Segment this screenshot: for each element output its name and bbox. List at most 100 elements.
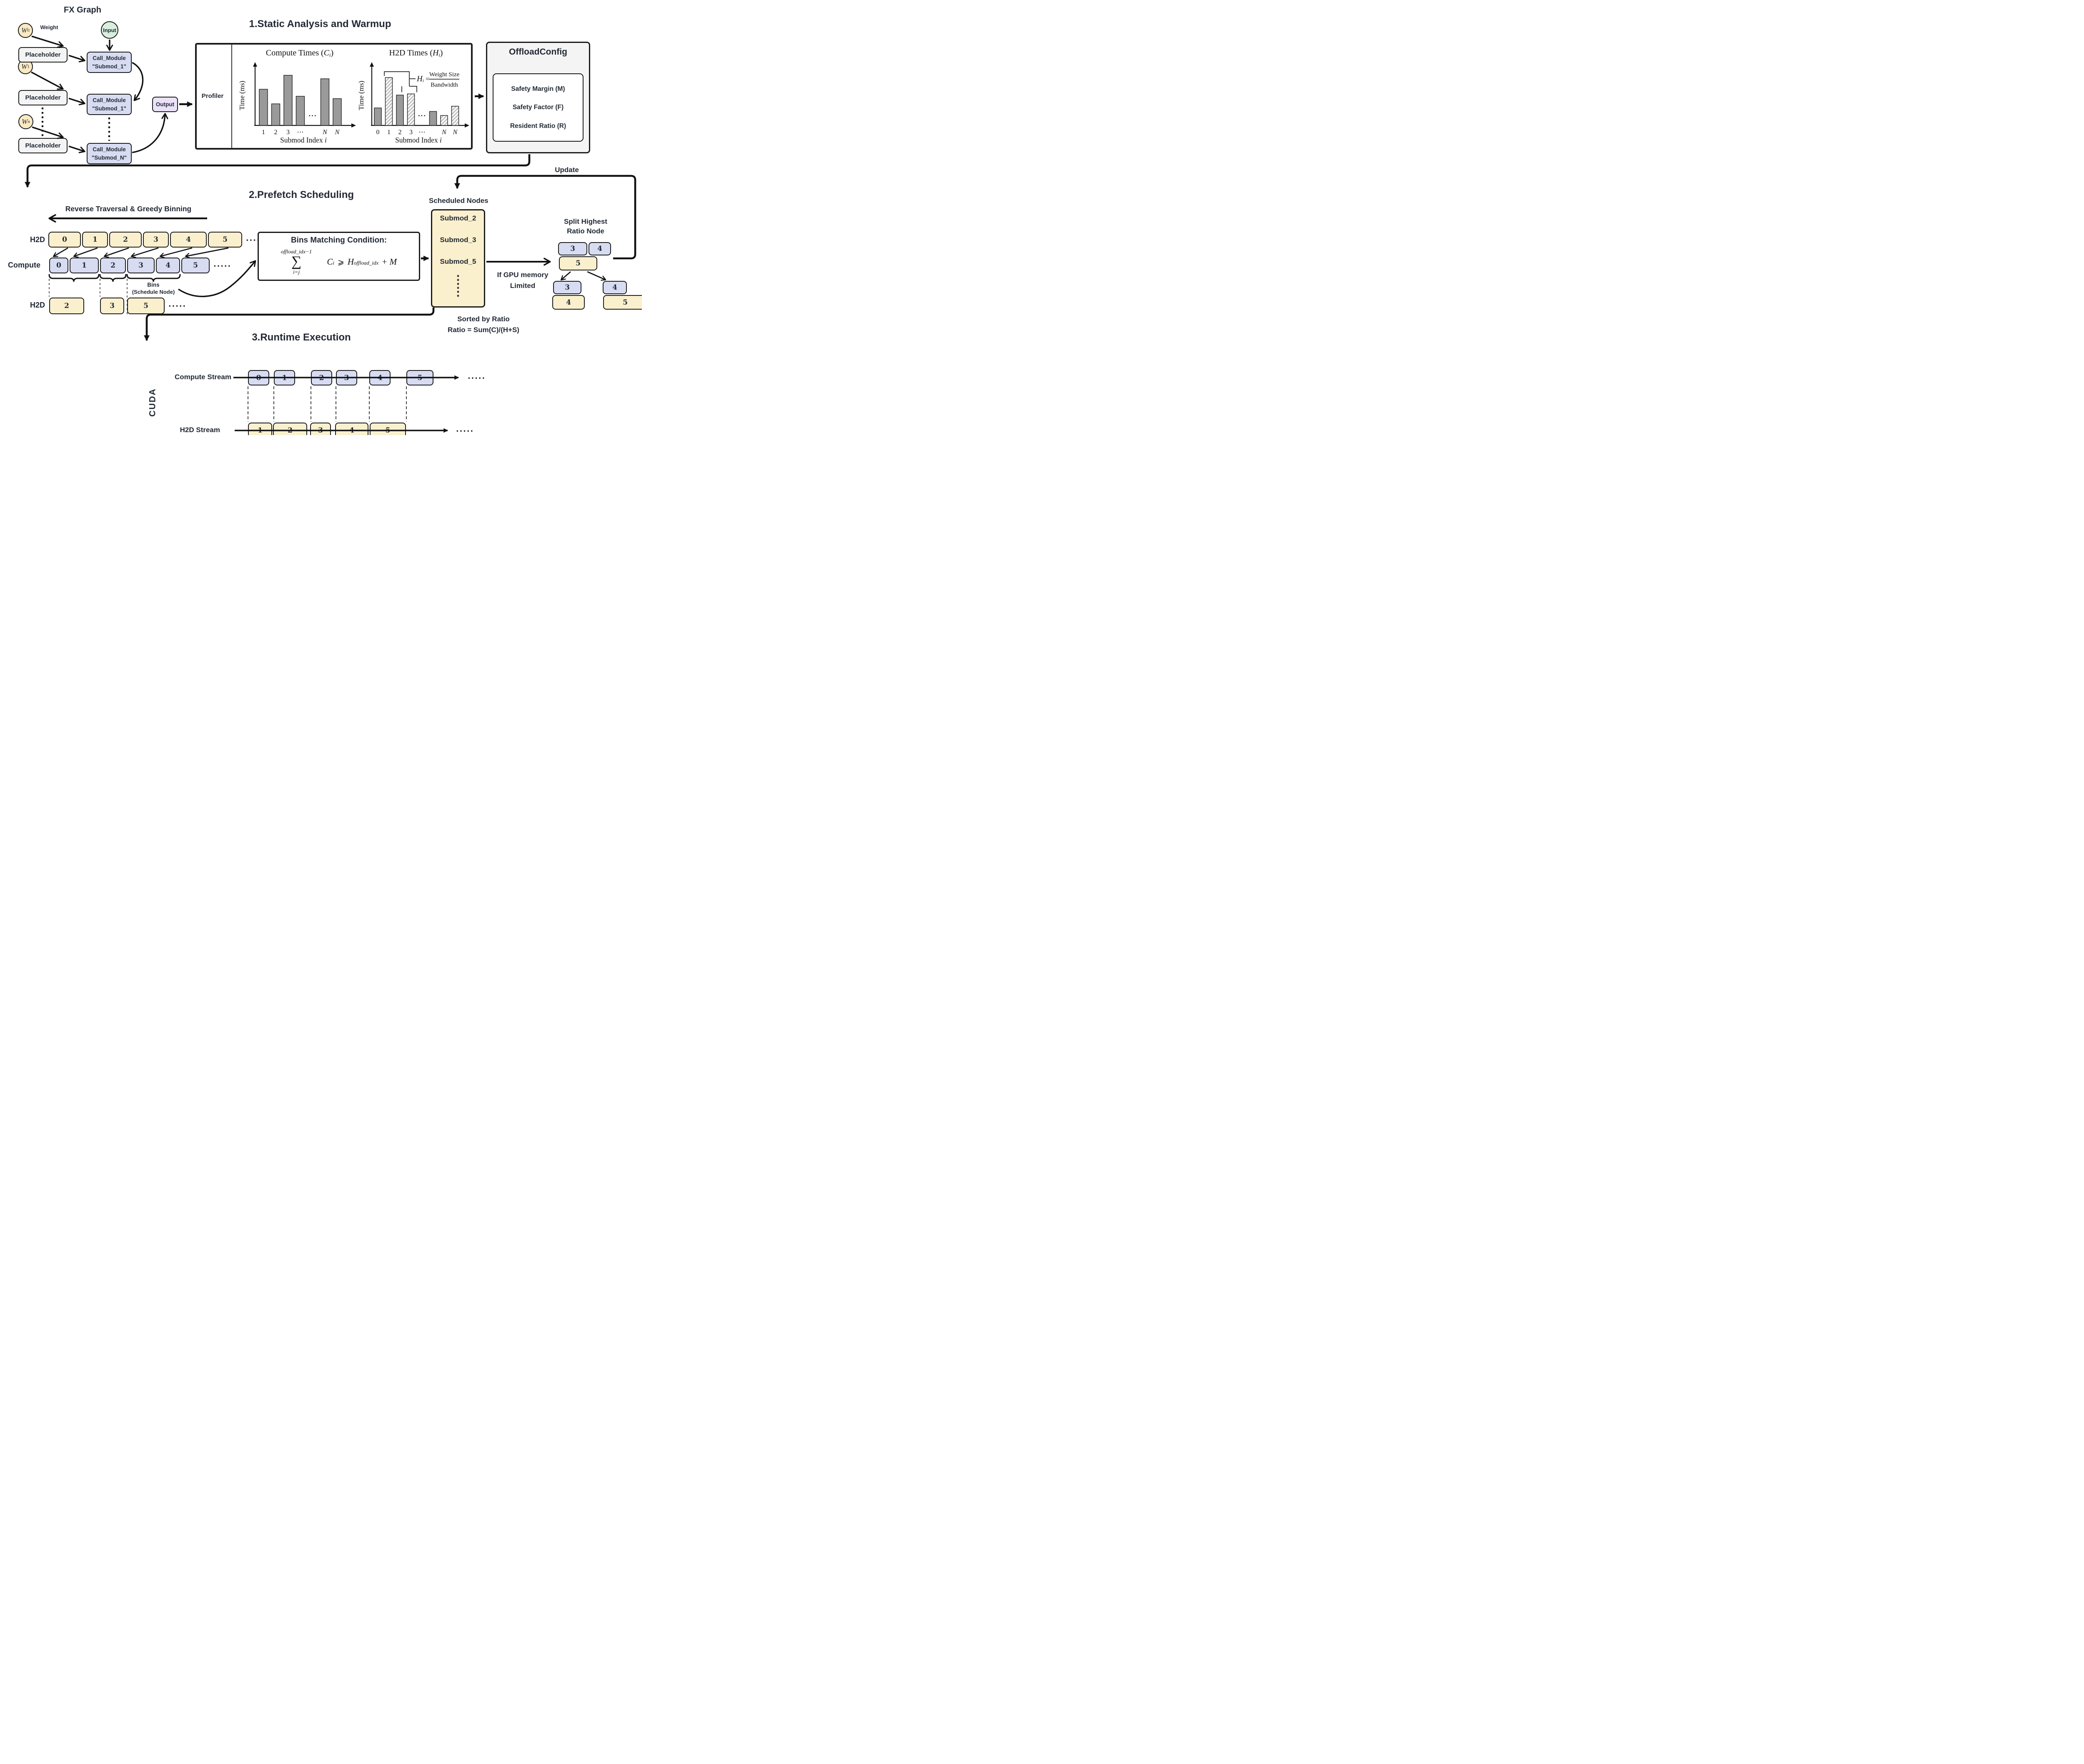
bin-brace-3-4 bbox=[126, 274, 181, 282]
bins-matching-title: Bins Matching Condition: bbox=[291, 236, 387, 245]
svg-text:3: 3 bbox=[409, 129, 413, 136]
svg-text:Bandwidth: Bandwidth bbox=[431, 82, 458, 88]
ratio-formula-label: Ratio = Sum(C)/(H+S) bbox=[448, 326, 519, 334]
svg-text:1: 1 bbox=[262, 129, 265, 136]
arrow-split-right bbox=[587, 271, 606, 281]
arrow-wn-placeholder3 bbox=[32, 126, 64, 139]
arrow-placeholder2-callmodule2 bbox=[68, 98, 85, 105]
weight-label: Weight bbox=[40, 24, 58, 30]
compute-stream-box-1: 1 bbox=[274, 370, 295, 385]
placeholder-node-3: Placeholder bbox=[18, 138, 68, 153]
h2d-bottom-box-5: 5 bbox=[127, 298, 165, 314]
compute-stream-label: Compute Stream bbox=[174, 373, 231, 381]
compute-stream-ellipsis: ····· bbox=[468, 374, 486, 383]
compute-stream-box-5: 5 bbox=[406, 370, 433, 385]
arrow-placeholder1-callmodule1 bbox=[68, 55, 85, 63]
call-module-node-3: Call_Module "Submod_N" bbox=[87, 143, 132, 164]
compute-stream-box-4: 4 bbox=[369, 370, 391, 385]
h2d-stream-box-2: 2 bbox=[273, 423, 307, 435]
h2d-top-box-0: 0 bbox=[48, 232, 81, 248]
rhs-tail: + M bbox=[381, 256, 397, 267]
cuda-label: CUDA bbox=[148, 388, 158, 417]
lhs-c: C bbox=[327, 256, 333, 267]
compute-box-1: 1 bbox=[70, 258, 99, 273]
svg-text:⋯: ⋯ bbox=[419, 129, 426, 136]
profiler-box bbox=[195, 43, 473, 150]
w0-label: W bbox=[21, 26, 28, 34]
compute-row-label: Compute bbox=[8, 261, 40, 269]
call-module-3-line2: "Submod_N" bbox=[91, 154, 127, 161]
section3-title: 3.Runtime Execution bbox=[252, 332, 351, 343]
param-safety-factor: Safety Factor (F) bbox=[512, 104, 564, 111]
summation: offload_idx−1 ∑ i=j bbox=[281, 249, 312, 275]
svg-text:Time (ms): Time (ms) bbox=[238, 81, 246, 110]
arrow-h2d2-compute2 bbox=[103, 247, 129, 258]
rhs-h: H bbox=[347, 256, 354, 267]
compute-box-4: 4 bbox=[156, 258, 180, 273]
input-node: Input bbox=[101, 21, 118, 39]
svg-text:Submod Index i: Submod Index i bbox=[395, 136, 442, 144]
arrow-h2d4-compute4 bbox=[159, 247, 193, 258]
split-left-box-4: 4 bbox=[552, 295, 585, 310]
svg-text:Compute Times (Ci): Compute Times (Ci) bbox=[266, 48, 333, 58]
wn-label: W bbox=[22, 118, 28, 125]
param-safety-margin: Safety Margin (M) bbox=[511, 85, 565, 93]
h2d-top-box-2: 2 bbox=[109, 232, 142, 248]
h2d-bottom-ellipsis: ····· bbox=[168, 302, 187, 311]
svg-text:3: 3 bbox=[286, 129, 290, 136]
svg-text:N: N bbox=[441, 129, 447, 136]
h2d-top-box-5: 5 bbox=[208, 232, 242, 248]
svg-text:Time (ms): Time (ms) bbox=[357, 81, 365, 110]
sum-lower-limit: i=j bbox=[293, 268, 300, 275]
fx-graph-title: FX Graph bbox=[63, 5, 101, 15]
scheduled-nodes-title: Scheduled Nodes bbox=[429, 197, 488, 205]
svg-text:1: 1 bbox=[387, 129, 391, 136]
offload-config-title: OffloadConfig bbox=[509, 47, 567, 57]
bins-matching-box bbox=[258, 232, 420, 281]
sorted-by-ratio-label: Sorted by Ratio bbox=[457, 315, 510, 323]
gpu-limited-label-2: Limited bbox=[510, 282, 536, 290]
compute-box-0: 0 bbox=[49, 258, 68, 273]
split-top-box-4: 4 bbox=[589, 242, 611, 255]
call-module-1-line2: "Submod_1" bbox=[92, 63, 126, 70]
h2d-stream-box-1: 1 bbox=[248, 423, 272, 435]
h2d-row-label: H2D bbox=[30, 235, 45, 244]
arrow-callmodule1-callmodule2 bbox=[132, 62, 144, 101]
arrow-w1-placeholder2 bbox=[31, 71, 64, 90]
h2d-stream-box-4: 4 bbox=[335, 423, 368, 435]
scheduled-item-1: Submod_2 bbox=[440, 214, 476, 222]
h2d-bottom-box-2: 2 bbox=[49, 298, 84, 314]
h2d-stream-label: H2D Stream bbox=[180, 426, 220, 434]
h2d-stream-ellipsis: ····· bbox=[456, 427, 474, 435]
placeholder-node-1: Placeholder bbox=[18, 47, 68, 63]
call-module-node-2: Call_Module "Submod_1" bbox=[87, 94, 132, 115]
placeholder-node-2: Placeholder bbox=[18, 90, 68, 105]
call-module-node-1: Call_Module "Submod_1" bbox=[87, 52, 132, 73]
w1-sub: 1 bbox=[27, 64, 30, 69]
arrow-h2d3-compute3 bbox=[130, 247, 159, 258]
sum-sign: ∑ bbox=[291, 254, 302, 270]
svg-text:2: 2 bbox=[274, 129, 278, 136]
param-resident-ratio: Resident Ratio (R) bbox=[510, 122, 566, 130]
compute-box-5: 5 bbox=[181, 258, 210, 273]
rhs-sub: offload_idx bbox=[354, 259, 379, 266]
svg-text:N: N bbox=[335, 129, 340, 136]
svg-text:Submod Index i: Submod Index i bbox=[280, 136, 327, 144]
w0-sub: 0 bbox=[27, 28, 30, 33]
svg-text:⋯: ⋯ bbox=[297, 129, 304, 136]
split-right-box-4: 4 bbox=[603, 281, 627, 294]
svg-text:H2D Times (Hi): H2D Times (Hi) bbox=[389, 48, 443, 58]
svg-text:Weight Size: Weight Size bbox=[429, 71, 460, 78]
split-left-box-3: 3 bbox=[553, 281, 581, 294]
h2d-top-box-4: 4 bbox=[170, 232, 207, 248]
scheduled-item-2: Submod_3 bbox=[440, 236, 476, 244]
h2d-top-box-1: 1 bbox=[82, 232, 108, 248]
bin-brace-2 bbox=[99, 274, 127, 282]
arrow-h2d5-compute5 bbox=[185, 247, 229, 258]
arrow-h2d1-compute1 bbox=[73, 247, 98, 258]
sum-upper-limit: offload_idx−1 bbox=[281, 248, 312, 255]
